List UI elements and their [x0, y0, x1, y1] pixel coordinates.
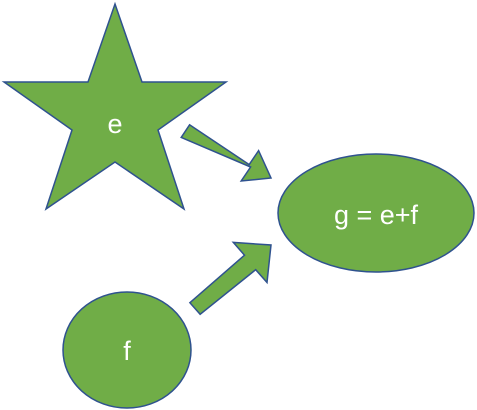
node-g-label: g = e+f: [334, 200, 419, 230]
node-e-label: e: [107, 109, 122, 139]
arrow-f-to-g: [188, 241, 272, 316]
node-g[interactable]: g = e+f: [277, 153, 475, 273]
node-f[interactable]: f: [62, 291, 192, 409]
node-e[interactable]: e: [1, 1, 229, 211]
ellipse-shape-g: [277, 153, 475, 273]
arrow-e-to-g: [180, 123, 273, 182]
star-shape: [1, 1, 229, 211]
node-f-label: f: [123, 336, 131, 366]
ellipse-shape-f: [62, 291, 192, 409]
